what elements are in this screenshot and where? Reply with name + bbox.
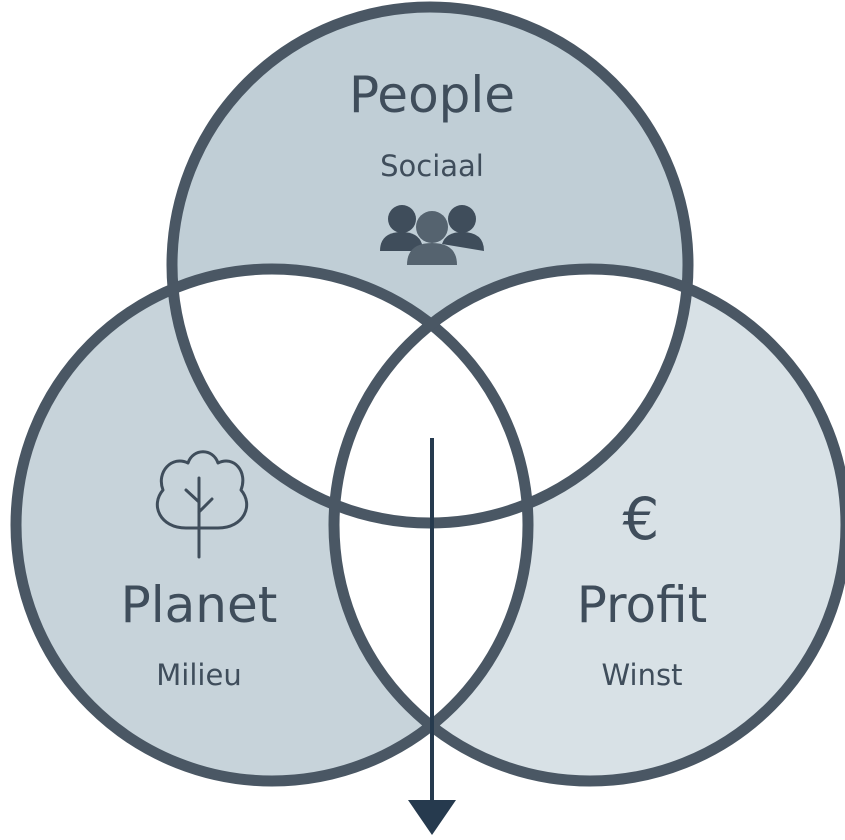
- people-group-icon: [380, 205, 484, 265]
- people-subtitle: Sociaal: [380, 149, 484, 183]
- planet-circle-outline: [10, 263, 534, 787]
- planet-subtitle: Milieu: [156, 658, 241, 692]
- people-title: People: [349, 66, 515, 124]
- profit-circle-outline: [328, 263, 845, 787]
- planet-title: Planet: [121, 576, 278, 634]
- overlap-people-profit: [334, 269, 688, 523]
- down-arrow-icon: [408, 438, 456, 835]
- profit-subtitle: Winst: [602, 658, 683, 692]
- tree-icon: [155, 450, 249, 559]
- profit-title: Profit: [577, 576, 707, 634]
- euro-icon: €: [623, 485, 660, 553]
